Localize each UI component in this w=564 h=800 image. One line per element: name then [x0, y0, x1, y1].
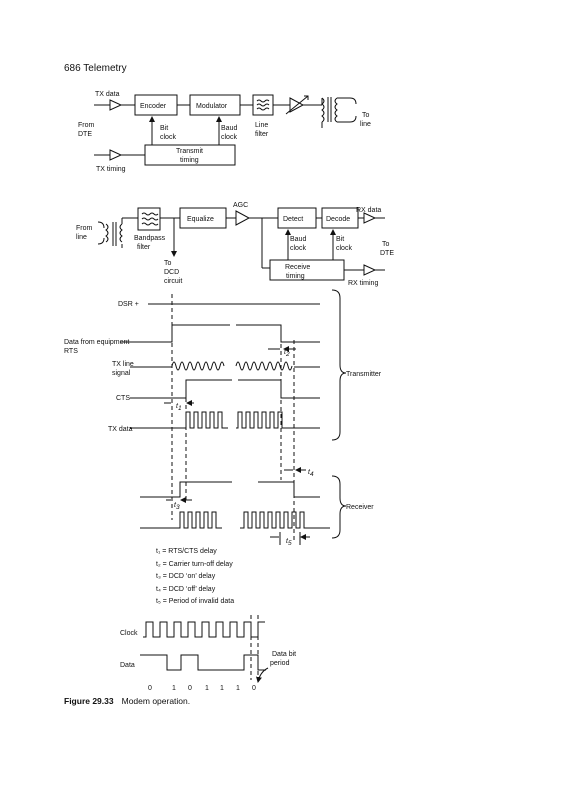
t4-label: t4 [308, 469, 314, 478]
t1-label: t1 [176, 403, 182, 412]
legend-item-t1: t₁ = RTS/CTS delay [156, 548, 217, 555]
bit-value-2: 0 [188, 685, 192, 692]
bit-value-0: 0 [148, 685, 152, 692]
bandpass-label-1: Bandpass [134, 235, 166, 242]
tx-data-waveform [130, 411, 320, 429]
data-label: Data [120, 662, 135, 669]
bit-value-4: 1 [220, 685, 224, 692]
data-bit-period-label-2: period [270, 660, 290, 667]
page-header: 686 Telemetry [64, 63, 127, 74]
rx-transformer [97, 218, 123, 248]
tx-data-buffer [109, 99, 123, 111]
rx-data-waveform [140, 511, 330, 529]
transmitter-label: Transmitter [346, 371, 382, 378]
tx-transformer [320, 97, 357, 123]
from-line-label-1: From [76, 225, 93, 232]
tx-line-waveform [171, 361, 293, 371]
tx-amplifier [289, 97, 305, 113]
rx-data-buffer [363, 212, 377, 224]
tx-timing-buffer [109, 149, 123, 161]
rx-timing-buffer [363, 264, 377, 276]
bandpass-filter-box [137, 207, 161, 231]
rx-bit-clock-label-1: Bit [336, 236, 344, 243]
bit-value-1: 1 [172, 685, 176, 692]
legend-item-t4: t₄ = DCD ‘off’ delay [156, 585, 216, 593]
from-line-label-2: line [76, 234, 87, 241]
bandpass-label-2: filter [137, 244, 151, 251]
line-filter-box [252, 94, 274, 116]
t5-label: t5 [286, 538, 292, 547]
to-line-label-2: line [360, 121, 371, 128]
rx-baud-clock-label-1: Baud [290, 236, 306, 243]
transmitter-brace [331, 289, 347, 441]
tx-baud-clock-label-1: Baud [221, 125, 237, 132]
figure-label: Figure 29.33 [64, 696, 114, 706]
dcd-waveform [140, 481, 320, 498]
rx-baud-clock-label-2: clock [290, 245, 306, 252]
transmit-timing-label-1: Transmit [176, 148, 203, 155]
rx-timing-label: RX timing [348, 280, 378, 287]
tx-line-label-1: TX line [112, 361, 134, 368]
timing-diagram [120, 289, 347, 545]
tx-line-label-2: signal [112, 370, 131, 377]
clock-label: Clock [120, 630, 138, 637]
legend-item-t3: t₃ = DCD ‘on’ delay [156, 573, 216, 580]
cts-waveform [130, 379, 320, 399]
t2-label: t2 [284, 349, 290, 358]
rx-data-label: RX data [356, 207, 381, 214]
clock-data-diagram [140, 615, 269, 683]
delay-legend: t₁ = RTS/CTS delay t₂ = Carrier turn-off… [156, 546, 234, 609]
detect-label: Detect [283, 216, 303, 223]
agc-label: AGC [233, 202, 248, 209]
to-dte-label-2: DTE [380, 250, 394, 257]
tx-data-timing-label: TX data [108, 426, 133, 433]
dsr-label: DSR + [118, 301, 139, 308]
to-line-label-1: To [362, 112, 370, 119]
to-dcd-label-3: circuit [164, 278, 182, 285]
tx-baud-clock-label-2: clock [221, 134, 237, 141]
receiver-brace [331, 475, 347, 539]
clock-waveform [143, 621, 265, 638]
page-number: 686 [64, 63, 81, 74]
figure-caption: Figure 29.33 Modem operation. [64, 696, 190, 706]
to-dcd-label-2: DCD [164, 269, 179, 276]
receiver-label: Receiver [346, 504, 374, 511]
data-from-equipment-label: Data from equipment [64, 339, 129, 346]
figure-text: Modem operation. [121, 696, 191, 706]
rts-label: RTS [64, 348, 78, 355]
receive-timing-label-2: timing [286, 273, 305, 280]
to-dte-label-1: To [382, 241, 390, 248]
bit-value-3: 1 [205, 685, 209, 692]
from-dte-label-2: DTE [78, 131, 92, 138]
to-dcd-label-1: To [164, 260, 172, 267]
receiver-block [97, 207, 385, 281]
rx-bit-clock-label-2: clock [336, 245, 352, 252]
decode-label: Decode [326, 216, 350, 223]
transmit-timing-label-2: timing [180, 157, 199, 164]
data-waveform [140, 654, 266, 671]
line-filter-label-1: Line [255, 122, 268, 129]
tx-bit-clock-label-1: Bit [160, 125, 168, 132]
data-bit-period-label-1: Data bit [272, 651, 296, 658]
t3-label: t3 [174, 502, 180, 511]
bit-value-6: 0 [252, 685, 256, 692]
modulator-label: Modulator [196, 103, 228, 110]
bit-value-5: 1 [236, 685, 240, 692]
receive-timing-label-1: Receive [285, 264, 310, 271]
cts-label: CTS [116, 395, 130, 402]
section-title: Telemetry [83, 63, 127, 74]
rts-waveform [120, 324, 320, 343]
equalize-label: Equalize [187, 216, 214, 223]
agc-amplifier [235, 210, 251, 226]
tx-data-label: TX data [95, 91, 120, 98]
transmitter-block [94, 94, 357, 166]
line-filter-label-2: filter [255, 131, 269, 138]
legend-item-t5: t₅ = Period of invalid data [156, 598, 235, 605]
encoder-label: Encoder [140, 103, 167, 110]
tx-timing-label: TX timing [96, 166, 126, 173]
tx-bit-clock-label-2: clock [160, 134, 176, 141]
legend-item-t2: t₂ = Carrier turn-off delay [156, 560, 233, 568]
from-dte-label-1: From [78, 122, 95, 129]
